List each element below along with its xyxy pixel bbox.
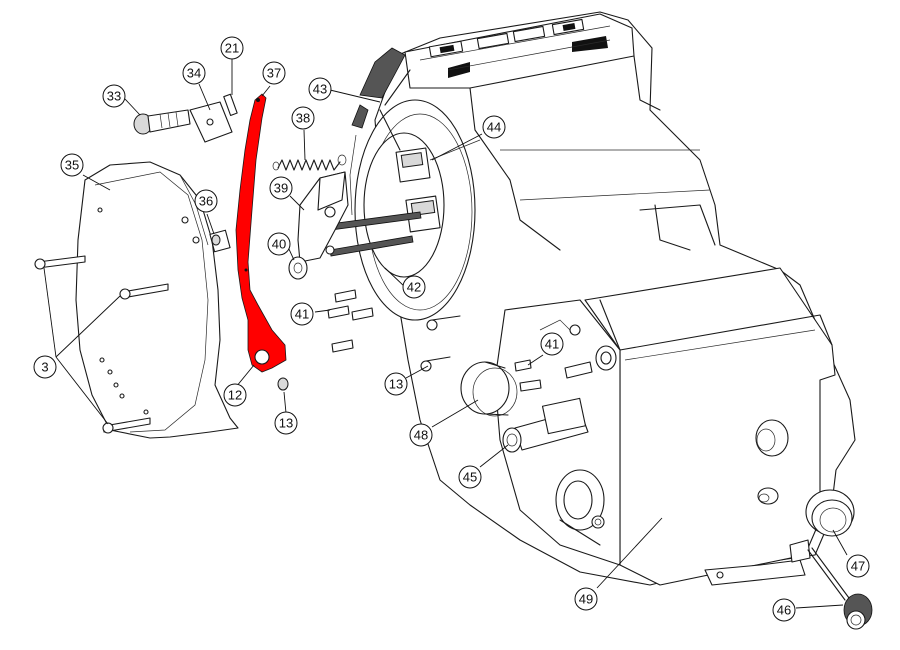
callout-13-housing: 13 xyxy=(384,372,408,396)
callout-46: 46 xyxy=(772,598,796,622)
callout-35-label: 35 xyxy=(65,158,79,173)
callout-3-label: 3 xyxy=(41,360,48,375)
callout-38-label: 38 xyxy=(296,111,310,126)
callout-48: 48 xyxy=(409,423,433,447)
callout-48-label: 48 xyxy=(414,428,428,443)
callout-34-label: 34 xyxy=(187,66,201,81)
callout-41-upper-label: 41 xyxy=(295,307,309,322)
callout-37-label: 37 xyxy=(267,66,281,81)
callout-46-label: 46 xyxy=(777,603,791,618)
callout-44: 44 xyxy=(482,115,506,139)
main-housing xyxy=(321,11,856,586)
lever-arm-highlighted xyxy=(235,93,287,373)
callout-44-label: 44 xyxy=(487,120,501,135)
callout-35: 35 xyxy=(60,153,84,177)
callout-43: 43 xyxy=(308,77,332,101)
callout-42-label: 42 xyxy=(407,280,421,295)
callout-39: 39 xyxy=(269,176,293,200)
side-cover xyxy=(34,161,239,439)
callout-13-lower-label: 13 xyxy=(279,416,293,431)
callout-45-label: 45 xyxy=(463,470,477,485)
callout-13-lower: 13 xyxy=(274,411,298,435)
callout-38: 38 xyxy=(291,106,315,130)
callout-41-upper: 41 xyxy=(290,302,314,326)
callout-41-lower-label: 41 xyxy=(545,337,559,352)
callout-47-label: 47 xyxy=(851,559,865,574)
callout-21: 21 xyxy=(220,36,244,60)
callout-37: 37 xyxy=(262,61,286,85)
callout-39-label: 39 xyxy=(274,181,288,196)
connector-and-knob xyxy=(789,489,873,630)
callout-34: 34 xyxy=(182,61,206,85)
callout-47: 47 xyxy=(846,554,870,578)
small-parts xyxy=(133,93,542,392)
callout-12: 12 xyxy=(223,383,247,407)
callout-49: 49 xyxy=(574,587,598,611)
callout-12-label: 12 xyxy=(228,388,242,403)
callout-36: 36 xyxy=(194,189,218,213)
callout-40: 40 xyxy=(267,232,291,256)
callout-33: 33 xyxy=(102,84,126,108)
callout-3: 3 xyxy=(33,355,57,379)
callout-33-label: 33 xyxy=(107,89,121,104)
callout-42: 42 xyxy=(402,275,426,299)
callout-40-label: 40 xyxy=(272,237,286,252)
callout-21-label: 21 xyxy=(225,41,239,56)
callout-45: 45 xyxy=(458,465,482,489)
callout-49-label: 49 xyxy=(579,592,593,607)
callout-43-label: 43 xyxy=(313,82,327,97)
callout-41-lower: 41 xyxy=(540,332,564,356)
callout-36-label: 36 xyxy=(199,194,213,209)
leader-lines xyxy=(43,59,848,609)
callout-13-housing-label: 13 xyxy=(389,377,403,392)
